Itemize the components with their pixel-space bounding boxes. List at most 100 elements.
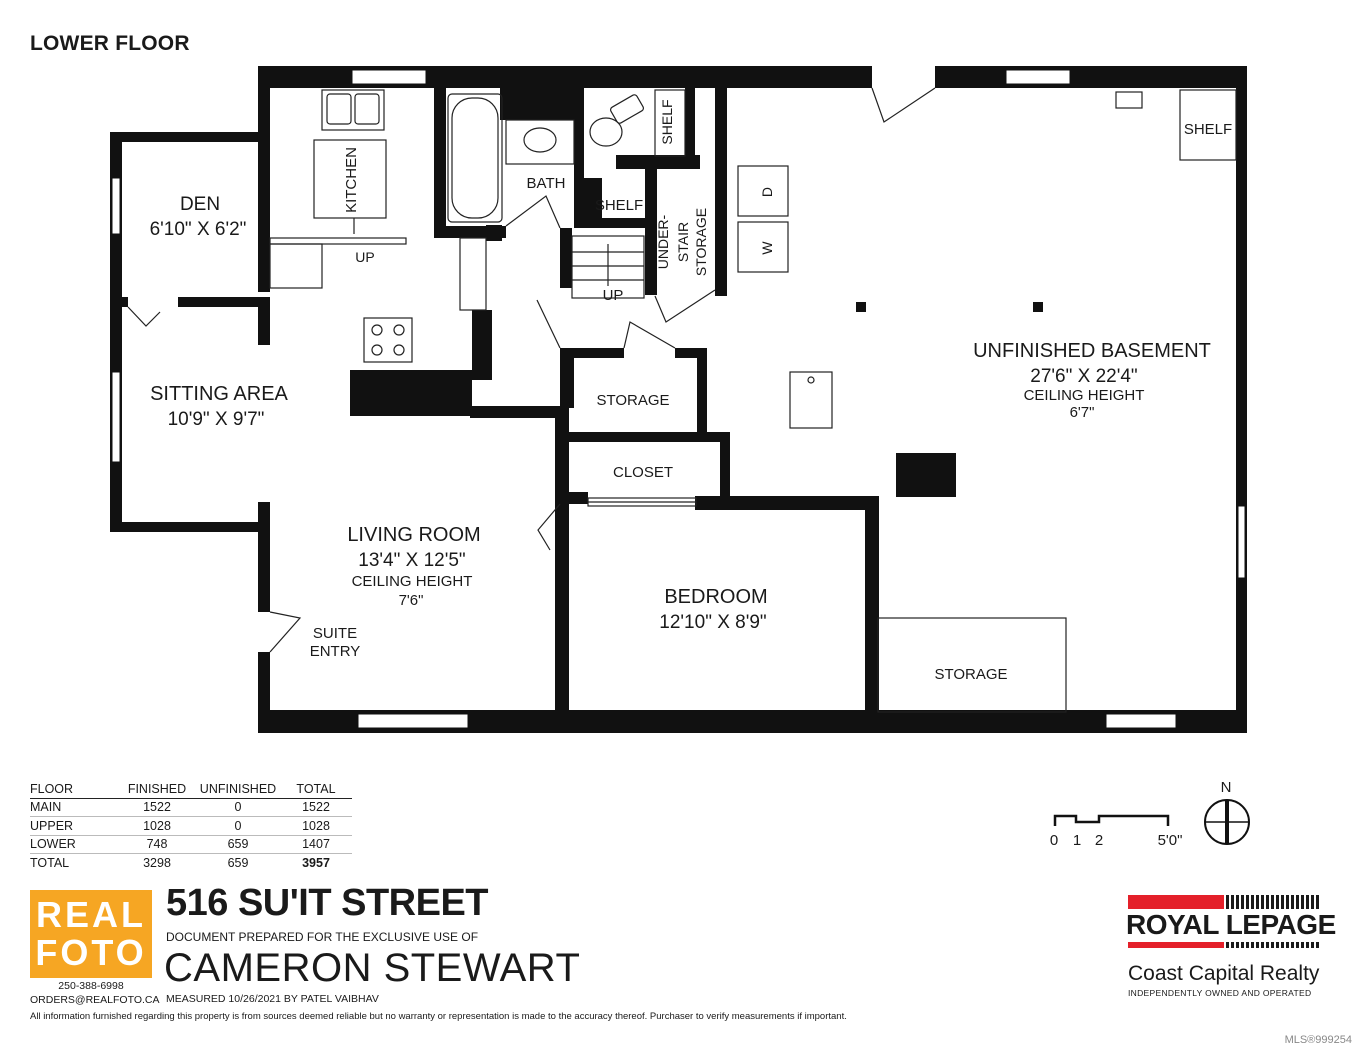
sitting-dims: 10'9" X 9'7"	[168, 409, 265, 430]
client-name: CAMERON STEWART	[164, 946, 581, 990]
dryer-label: D	[759, 187, 775, 197]
row-floor: LOWER	[30, 835, 118, 854]
area-table-header: FLOOR FINISHED UNFINISHED TOTAL	[30, 780, 352, 799]
wall-storage-top-a	[572, 348, 624, 358]
compass: N	[1204, 779, 1250, 845]
washer-label: W	[759, 241, 775, 255]
brokerage-office: Coast Capital Realty	[1128, 962, 1320, 985]
wall-bedroom-right	[865, 496, 879, 733]
water-heater-dot	[807, 376, 815, 384]
bathtub-icon	[447, 93, 503, 223]
header-unfinished: UNFINISHED	[196, 780, 280, 799]
brokerage-logo-bar-red-bottom	[1128, 942, 1224, 948]
wall-den-stub	[122, 297, 128, 307]
brokerage-logo-bars-bottom	[1226, 942, 1321, 948]
table-row: LOWER 748 659 1407	[30, 835, 352, 854]
wall-closet-right	[720, 432, 730, 500]
wall-post	[486, 225, 502, 241]
wall-bedroom-top	[695, 496, 875, 510]
row-finished: 748	[118, 835, 196, 854]
prepared-text: DOCUMENT PREPARED FOR THE EXCLUSIVE USE …	[166, 930, 479, 944]
den-dims: 6'10" X 6'2"	[150, 219, 247, 240]
vanity	[505, 119, 575, 165]
stairs-box	[571, 235, 645, 299]
burner-2	[393, 324, 405, 336]
logo-line-1: REAL	[36, 894, 146, 935]
wall-storage-left-angle	[560, 348, 574, 408]
measured-text: MEASURED 10/26/2021 BY PATEL VAIBHAV	[166, 993, 379, 1005]
living-ceiling: 7'6"	[399, 592, 424, 609]
wall-shelf-bottom	[584, 218, 650, 228]
window-basement-top	[1005, 69, 1071, 85]
understair-label-3: STORAGE	[693, 208, 709, 276]
furnace-block	[896, 453, 956, 497]
door-den	[127, 306, 161, 327]
wall-shelf-left	[584, 178, 602, 224]
shelf-top-label: SHELF	[659, 99, 675, 144]
property-address: 516 SU'IT STREET	[166, 882, 489, 924]
wall-storage-top-b	[675, 348, 705, 358]
bathtub-inner	[451, 97, 499, 219]
windows	[111, 69, 1246, 729]
sink-bowl-right	[354, 93, 380, 125]
kitchen-up-label: UP	[355, 249, 374, 265]
suite-entry-label-1: SUITE	[313, 625, 357, 642]
row-unfinished: 0	[196, 798, 280, 817]
sitting-label: SITTING AREA	[150, 383, 288, 405]
disclaimer-text: All information furnished regarding this…	[30, 1011, 847, 1022]
row-total: 1407	[280, 835, 352, 854]
table-row: UPPER 1028 0 1028	[30, 816, 352, 836]
realfoto-logo: REAL FOTO	[30, 890, 152, 978]
counter-side	[459, 237, 487, 311]
wall-understair-right	[715, 88, 727, 296]
closet-label: CLOSET	[613, 464, 673, 481]
suite-entry-label-2: ENTRY	[310, 643, 361, 660]
wall-den-bottom	[178, 297, 270, 307]
chimney-block-kitchen	[350, 370, 472, 416]
wall-living-right-lower	[555, 572, 569, 733]
brokerage-tagline: INDEPENDENTLY OWNED AND OPERATED	[1128, 988, 1312, 998]
row-unfinished: 659	[227, 855, 249, 870]
door-stair	[536, 299, 561, 349]
wall-living-top	[470, 406, 560, 418]
wall-closet-top	[560, 432, 730, 442]
wall-den-right	[258, 297, 270, 345]
basement-label: UNFINISHED BASEMENT	[973, 340, 1211, 362]
den-label: DEN	[180, 194, 220, 215]
row-floor: MAIN	[30, 798, 118, 817]
wall-bath-right	[574, 88, 584, 228]
wall-shelf-divider	[685, 88, 695, 160]
toilet-tank	[610, 94, 644, 124]
row-total: 1028	[280, 816, 352, 836]
logo-email: ORDERS@REALFOTO.CA	[30, 994, 160, 1006]
living-label: LIVING ROOM	[347, 524, 480, 546]
row-finished: 3298	[143, 855, 171, 870]
wall-top-right	[935, 66, 1247, 88]
stairs-up-label: UP	[603, 287, 624, 304]
scale-label-3: 5'0"	[1158, 832, 1183, 849]
header-floor: FLOOR	[30, 780, 118, 799]
shelf-top-box	[654, 89, 686, 157]
table-row: MAIN 1522 0 1522	[30, 798, 352, 817]
wall-shelf-top	[616, 155, 700, 169]
logo-phone: 250-388-6998	[58, 980, 124, 992]
brokerage-logo-bar-red	[1128, 895, 1224, 909]
toilet-icon	[589, 117, 623, 147]
door-understair	[654, 289, 716, 323]
post-2	[1033, 302, 1043, 312]
door-closet	[537, 503, 561, 551]
row-finished: 1028	[118, 816, 196, 836]
header-finished: FINISHED	[118, 780, 196, 799]
shelf-right-label: SHELF	[1184, 121, 1232, 138]
window-sitting	[111, 371, 121, 463]
wall-stair-left	[645, 160, 657, 295]
burner-1	[371, 324, 383, 336]
wall-stair-right-left	[560, 228, 572, 288]
washer-icon	[737, 221, 789, 273]
counter-box	[269, 243, 323, 289]
floor-title: LOWER FLOOR	[30, 32, 190, 55]
window-den	[111, 177, 121, 235]
wall-living-right-upper	[555, 406, 569, 606]
post-1	[856, 302, 866, 312]
wall-right	[1236, 66, 1247, 733]
